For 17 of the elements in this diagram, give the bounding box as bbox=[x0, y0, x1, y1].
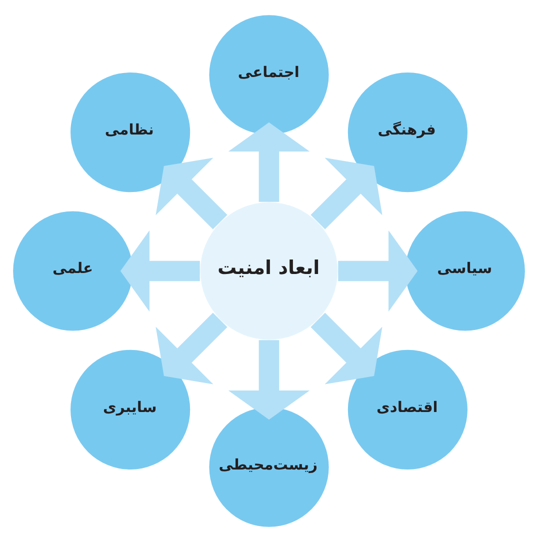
arrow bbox=[120, 230, 200, 312]
node-circle: سایبری bbox=[70, 350, 190, 470]
node-circle: اقتصادی bbox=[348, 350, 468, 470]
node-circle: سیاسی bbox=[405, 211, 525, 331]
arrow bbox=[310, 312, 382, 384]
node-circle: زیست‌محیطی bbox=[209, 407, 329, 527]
arrow bbox=[338, 230, 418, 312]
arrow bbox=[310, 158, 382, 230]
arrow bbox=[228, 122, 310, 202]
arrow bbox=[156, 312, 228, 384]
arrow bbox=[228, 340, 310, 420]
node-circle: علمی bbox=[13, 211, 133, 331]
arrow bbox=[156, 158, 228, 230]
node-circle: اجتماعی bbox=[209, 15, 329, 135]
node-circle: فرهنگی bbox=[348, 72, 468, 192]
node-circle: ابعاد امنیت bbox=[200, 202, 338, 340]
node-circle: نظامی bbox=[70, 72, 190, 192]
